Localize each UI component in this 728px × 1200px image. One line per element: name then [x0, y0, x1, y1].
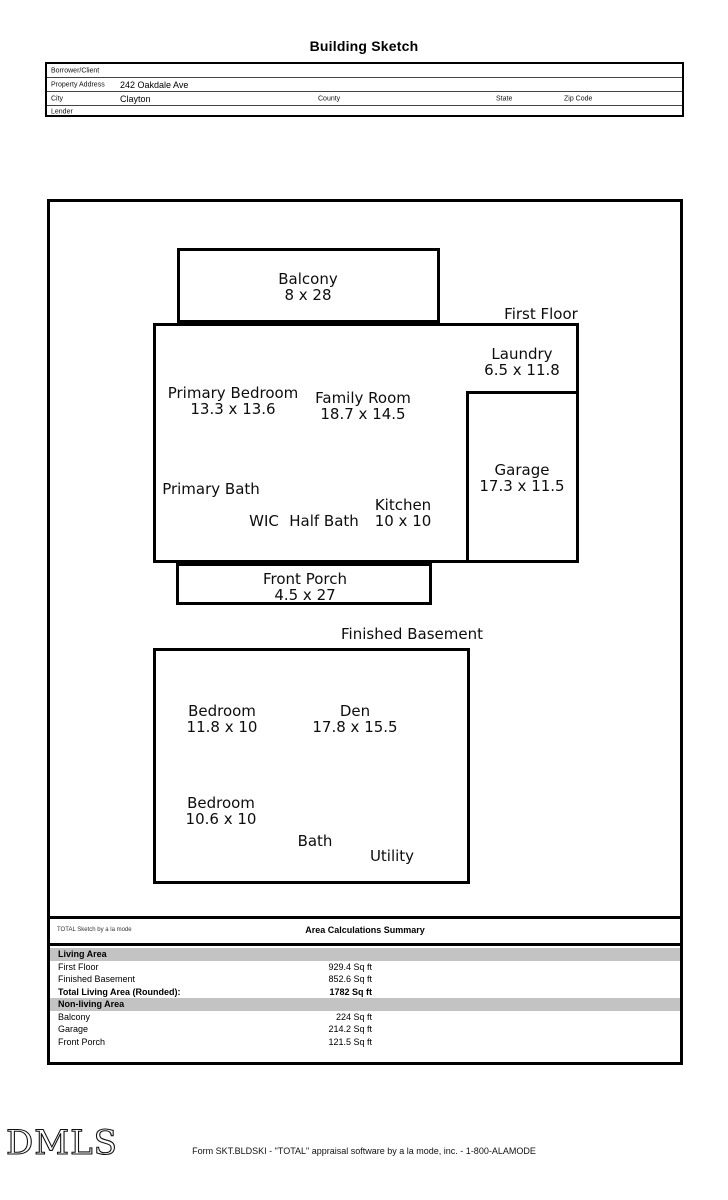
row-label: First Floor [58, 961, 99, 972]
summary-top-divider [50, 916, 680, 919]
room-label-balcony: Balcony 8 x 28 [278, 271, 337, 303]
summary-section-living-area: Living Area [50, 948, 680, 961]
summary-row-first-floor: 929.4 Sq ft First Floor [50, 961, 680, 974]
section-label: Living Area [58, 949, 107, 960]
room-label-front-porch: Front Porch 4.5 x 27 [263, 571, 347, 603]
lender-label: Lender [51, 108, 73, 115]
room-label-den: Den 17.8 x 15.5 [312, 703, 397, 735]
room-label-kitchen: Kitchen 10 x 10 [375, 497, 432, 529]
city-value: Clayton [120, 93, 151, 104]
balcony-rect [177, 248, 440, 323]
room-name: Den [339, 702, 371, 720]
garage-rect [466, 391, 579, 563]
form-row-lender: Lender [47, 105, 682, 117]
page-title: Building Sketch [309, 38, 419, 54]
room-dims: 17.8 x 15.5 [312, 718, 398, 736]
front-porch-rect [176, 563, 432, 605]
summary-row-garage: 214.2 Sq ft Garage [50, 1023, 680, 1036]
row-label: Garage [58, 1024, 89, 1035]
total-sketch-watermark: TOTAL Sketch by a la mode [57, 927, 132, 933]
row-value: 121.5 Sq ft [328, 1036, 372, 1047]
room-label-primary-bedroom: Primary Bedroom 13.3 x 13.6 [168, 385, 299, 417]
summary-section-non-living-area: Non-living Area [50, 998, 680, 1011]
row-value: 214.2 Sq ft [328, 1024, 372, 1035]
form-row-city: City Clayton County State Zip Code [47, 91, 682, 105]
zip-code-label: Zip Code [564, 95, 593, 102]
form-row-borrower: Borrower/Client [47, 64, 682, 77]
summary-row-finished-basement: 852.6 Sq ft Finished Basement [50, 973, 680, 986]
room-label-primary-bath: Primary Bath [162, 480, 260, 498]
room-name: Balcony [278, 270, 338, 288]
row-value: 852.6 Sq ft [328, 974, 372, 985]
room-label-utility: Utility [369, 847, 415, 865]
room-dims: 8 x 28 [284, 286, 332, 304]
room-name: Primary Bedroom [167, 384, 299, 402]
dmls-logo: DMLS [5, 1123, 118, 1163]
room-dims: 13.3 x 13.6 [190, 400, 276, 418]
room-name: Garage [494, 461, 550, 479]
room-label-laundry: Laundry 6.5 x 11.8 [484, 346, 560, 378]
room-dims: 10 x 10 [374, 512, 432, 530]
first-floor-title: First Floor [504, 305, 578, 323]
property-address-value: 242 Oakdale Ave [120, 79, 189, 90]
section-label: Non-living Area [58, 999, 125, 1010]
room-label-garage: Garage 17.3 x 11.5 [479, 462, 564, 494]
room-dims: 4.5 x 27 [274, 586, 336, 604]
room-name: Bedroom [188, 702, 256, 720]
summary-row-front-porch: 121.5 Sq ft Front Porch [50, 1036, 680, 1049]
row-label: Front Porch [58, 1036, 106, 1047]
form-table: Borrower/Client Property Address 242 Oak… [45, 62, 684, 117]
room-dims: 11.8 x 10 [186, 718, 258, 736]
room-name: Front Porch [263, 570, 347, 588]
room-label-family-room: Family Room 18.7 x 14.5 [315, 390, 411, 422]
summary-row-balcony: 224 Sq ft Balcony [50, 1011, 680, 1024]
summary-header-divider [50, 943, 680, 946]
room-dims: 6.5 x 11.8 [484, 361, 560, 379]
room-label-wic: WIC [249, 512, 279, 530]
form-row-property-address: Property Address 242 Oakdale Ave [47, 77, 682, 91]
room-label-basement-bath: Bath [297, 832, 333, 850]
room-name: Laundry [491, 345, 553, 363]
state-label: State [496, 95, 513, 102]
room-name: Family Room [315, 389, 411, 407]
room-name: Bedroom [187, 794, 255, 812]
room-label-basement-bedroom-2: Bedroom 10.6 x 10 [186, 795, 257, 827]
borrower-label: Borrower/Client [51, 67, 100, 74]
row-value: 929.4 Sq ft [328, 961, 372, 972]
row-label: Balcony [58, 1011, 91, 1022]
summary-row-total-living-area: 1782 Sq ft Total Living Area (Rounded): [50, 986, 680, 999]
property-address-label: Property Address [51, 81, 105, 88]
basement-rect [153, 648, 470, 884]
basement-title: Finished Basement [341, 625, 483, 643]
area-calculations-title: Area Calculations Summary [305, 925, 425, 935]
row-label: Finished Basement [58, 974, 136, 985]
room-label-basement-bedroom-1: Bedroom 11.8 x 10 [187, 703, 258, 735]
room-dims: 17.3 x 11.5 [479, 477, 565, 495]
room-dims: 10.6 x 10 [185, 810, 257, 828]
room-dims: 18.7 x 14.5 [320, 405, 406, 423]
room-name: Kitchen [374, 496, 432, 514]
room-label-half-bath: Half Bath [289, 512, 359, 530]
city-label: City [51, 95, 64, 102]
county-label: County [318, 95, 341, 102]
sketch-canvas: Balcony 8 x 28 First Floor Laundry 6.5 x… [47, 199, 683, 1065]
row-value: 224 Sq ft [335, 1011, 372, 1022]
form-footer-text: Form SKT.BLDSKI - "TOTAL" appraisal soft… [192, 1146, 536, 1156]
row-value: 1782 Sq ft [329, 986, 372, 997]
row-label: Total Living Area (Rounded): [58, 986, 181, 997]
